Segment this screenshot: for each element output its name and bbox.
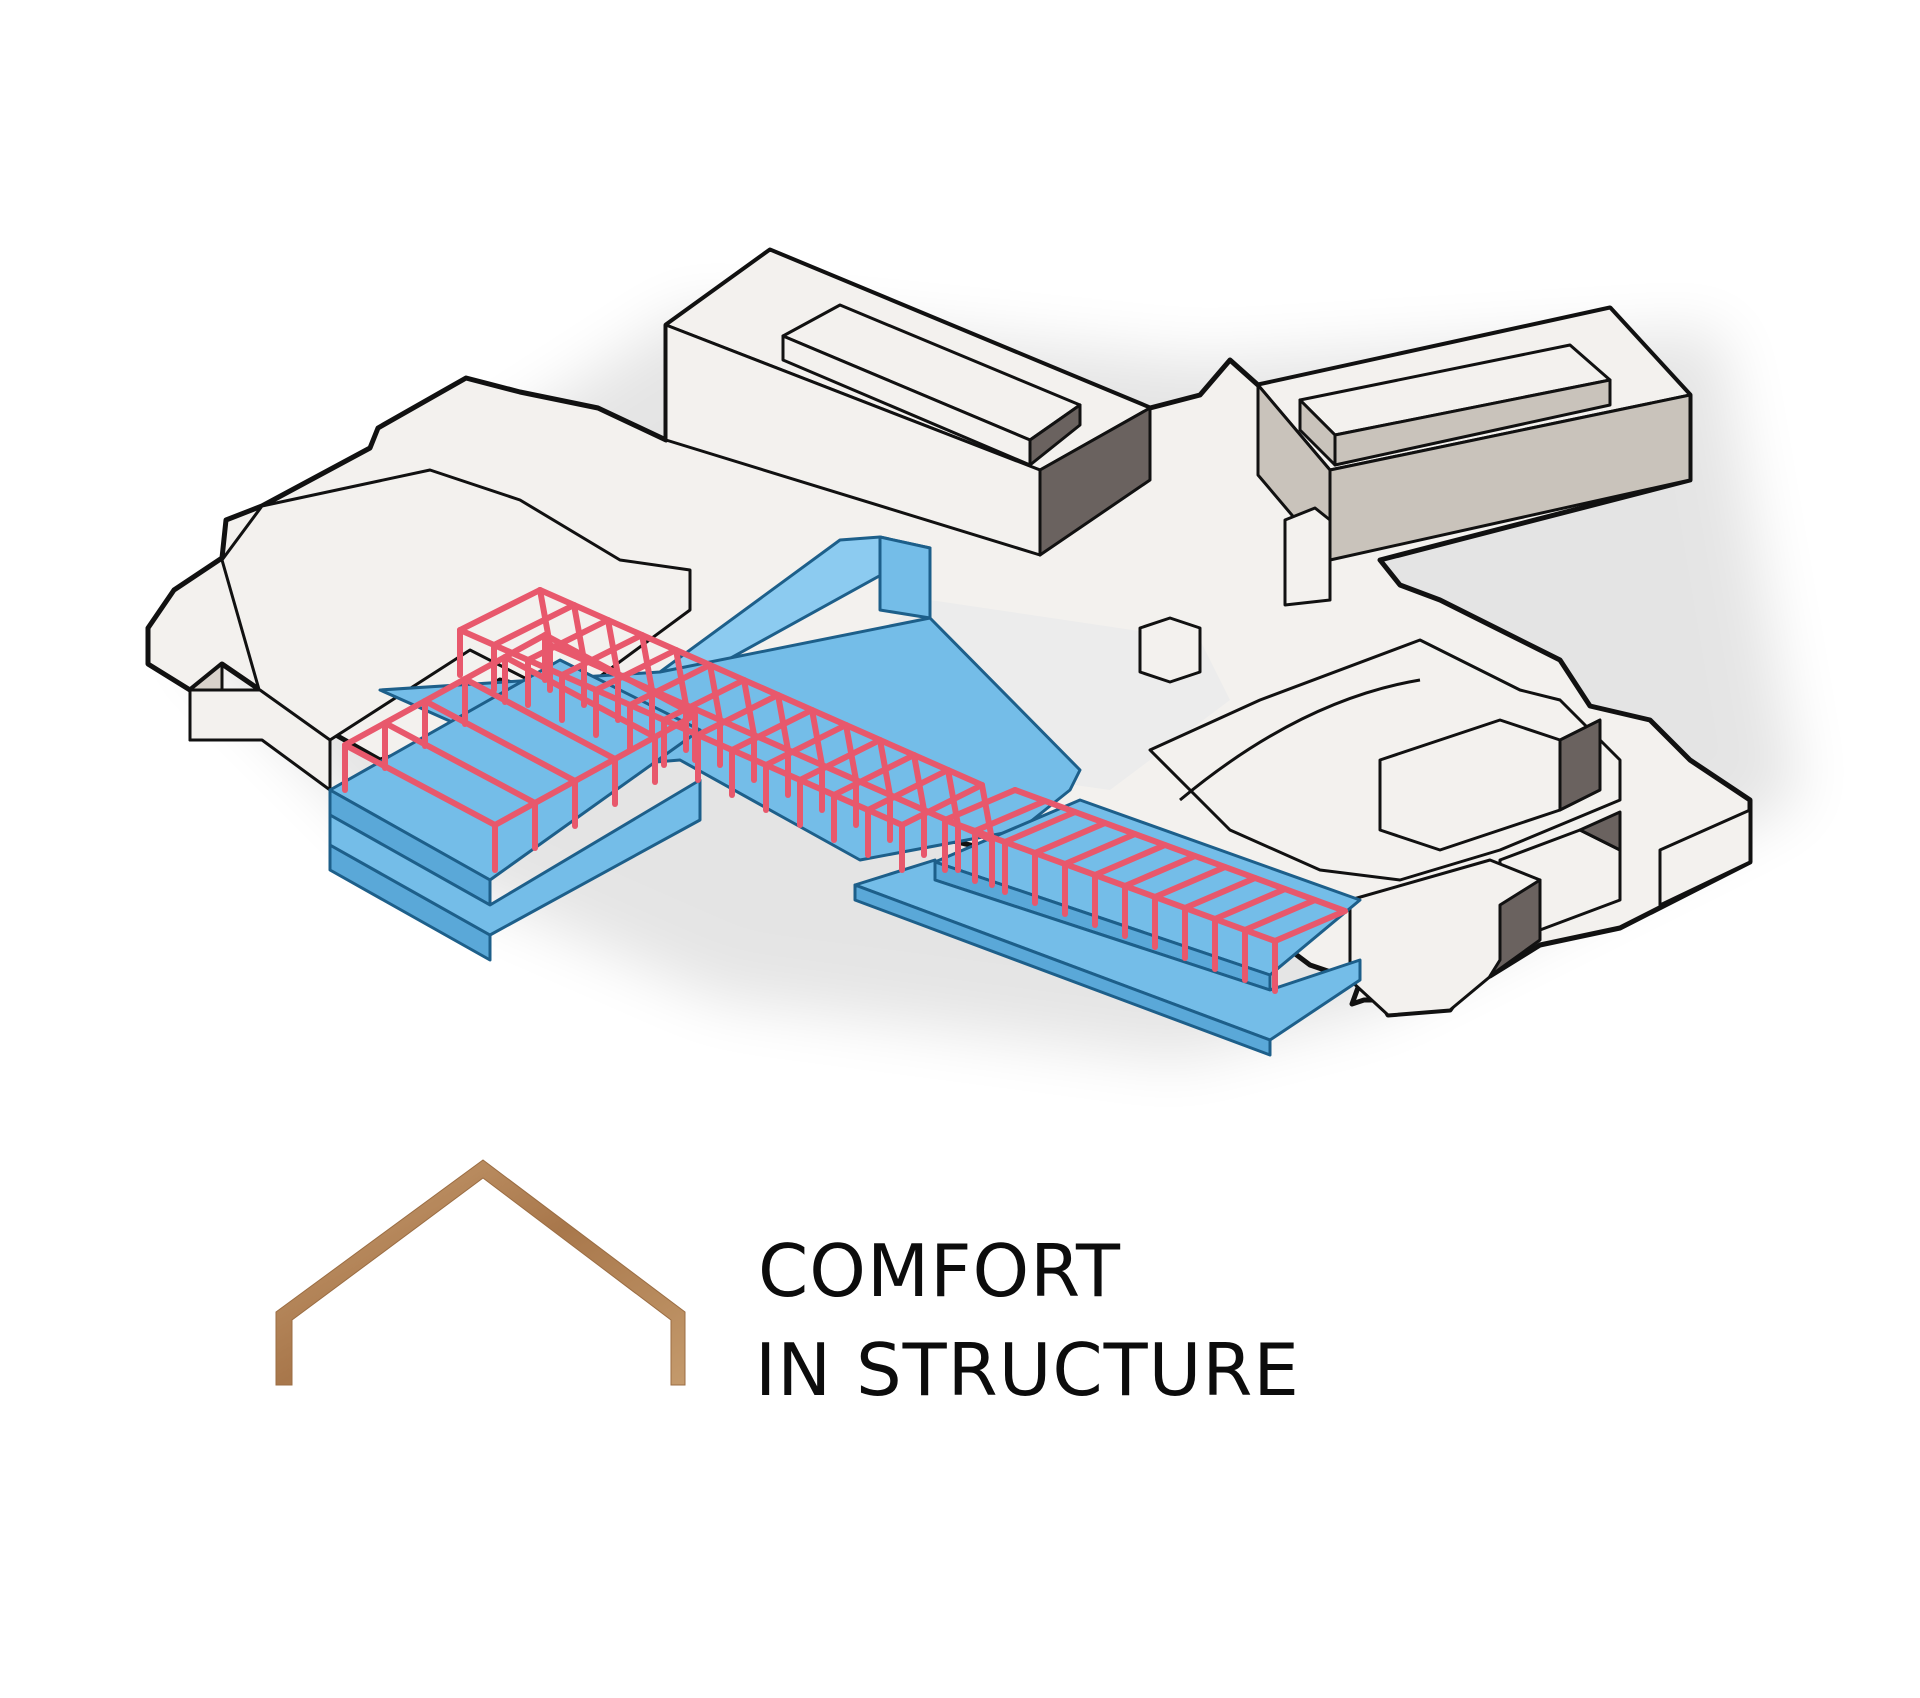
spine-rafter [899,782,985,828]
west-beam [422,698,578,784]
southeast-step3 [1658,808,1752,907]
spine-ridge [537,587,985,788]
east-rafter [1092,842,1168,878]
east-rafter [972,798,1048,834]
roof-unit-side [1028,403,1082,467]
spine-rafter [627,662,713,708]
east-rafter [942,787,1018,823]
caption-title-line-2: IN STRUCTURE [755,1328,1300,1412]
southeast-step2-side [1578,810,1622,852]
blue-west-base [328,778,702,937]
east-rafter [1242,897,1318,933]
east-rafter [1032,820,1108,856]
blue-east-lower [853,858,1362,1042]
west-beam [542,632,698,718]
spine-rafter [593,647,679,693]
caption-title-line-1: COMFORT [758,1229,1121,1313]
east-rafter [1152,864,1228,900]
blue-tower-side [878,535,932,620]
southeast-curve [1179,678,1421,802]
timber-house-frame-icon [275,1159,686,1386]
west-beam [382,720,538,806]
spine-rafter [491,602,577,648]
west-beam [342,742,498,828]
existing-buildings [145,247,1753,1018]
east-eave [942,817,1278,944]
east-rafter [1212,886,1288,922]
east-roof-unit-side [1333,378,1612,467]
spine-rafter [729,707,815,753]
blue-tower-top [658,535,932,677]
southeast-front-side [1488,878,1542,978]
connector-tower [1283,506,1332,607]
west-edge-beam [492,712,698,828]
north-block-side [1038,406,1152,557]
east-rafter [1062,831,1138,867]
spine-rafter [763,722,849,768]
east-rafter [1122,853,1198,889]
west-edge-beam [342,632,548,748]
east-ridge [1012,787,1348,914]
courtyard-box [1138,616,1202,684]
southeast-step1-side [1558,718,1602,812]
spine-rafter [979,782,995,843]
west-beam [502,654,658,740]
spine-rafter [695,692,781,738]
spine-rafter [457,587,543,633]
west-beam [462,676,618,762]
spine-rafter [865,767,951,813]
timber-frame [342,587,1348,994]
spine-eave [457,627,905,828]
east-rafter [1182,875,1258,911]
blue-east-lower-face [853,883,1272,1057]
spine-rafter [831,752,917,798]
east-rafter [1272,908,1348,944]
spine-rafter [525,617,611,663]
east-rafter [1002,809,1078,845]
spine-rafter [559,632,645,678]
spine-rafter [661,677,747,723]
spine-rafter [797,737,883,783]
